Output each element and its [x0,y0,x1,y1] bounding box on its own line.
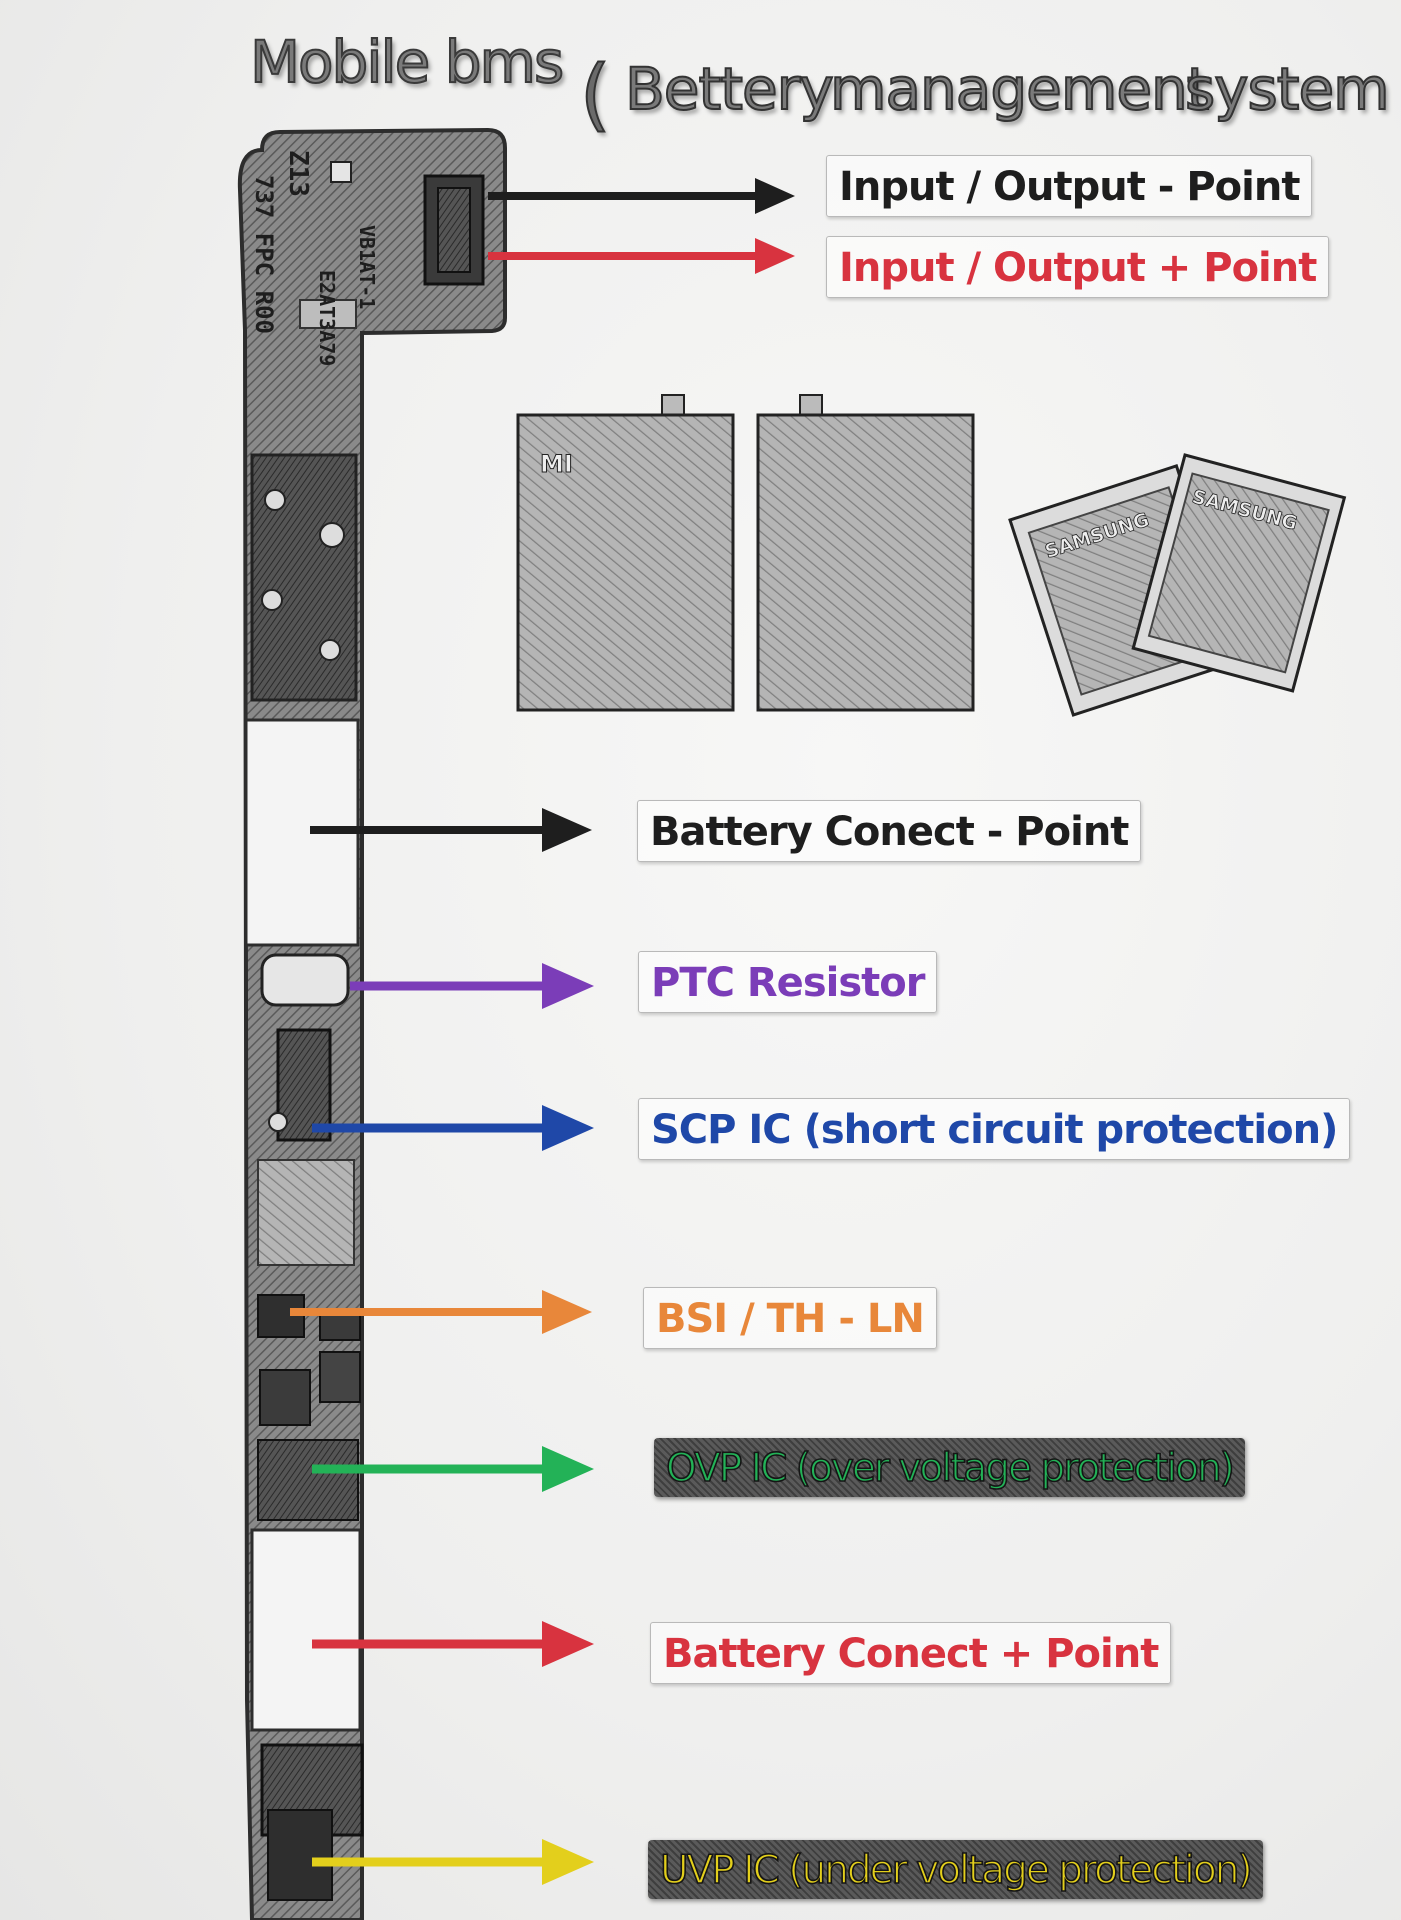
arrow-ptc [350,963,594,1009]
title-word-system: system [1184,54,1391,124]
board-component-upper [250,453,358,702]
ovp-ic [259,1369,311,1426]
title-paren: ( [579,49,611,141]
battery-xiaomi-front [516,413,735,712]
xiaomi-batteries: MI [516,394,975,712]
arrows [290,178,795,1885]
label-ptc-resistor: PTC Resistor [638,951,938,1013]
battery-xiaomi-back [756,413,975,712]
ptc-resistor [260,953,350,1007]
arrow-batt-plus [312,1621,594,1667]
arrow-batt-minus [310,808,592,852]
board-model-text: Z13 [283,150,313,197]
board-code2-text: E2AT3A79 [315,270,339,366]
arrow-uvp [312,1839,594,1885]
label-scp-ic: SCP IC (short circuit protection) [638,1098,1351,1160]
label-battery-minus: Battery Conect - Point [637,800,1142,862]
label-bsi: BSI / TH - LN [643,1287,937,1349]
title-word-management: management [829,54,1211,124]
bsi-component [257,1294,305,1338]
label-uvp-ic: UVP IC (under voltage protection) [648,1840,1263,1899]
label-io-plus: Input / Output + Point [826,236,1330,298]
label-battery-plus: Battery Conect + Point [650,1622,1172,1684]
title-main: Mobile bms [249,27,565,97]
battery-mi-text: MI [540,450,573,478]
samsung-batteries: SAMSUNG SAMSUNG [1008,453,1347,717]
label-ovp-ic: OVP IC (over voltage protection) [654,1438,1245,1497]
arrow-bsi [290,1290,592,1334]
title-word-bettery: Bettery [624,54,835,124]
board-fpc-text: 737 FPC R00 [250,175,278,334]
arrow-io-minus [488,178,795,214]
arrow-ovp [312,1446,594,1492]
arrow-scp [312,1105,594,1151]
board-code1-text: VB1AT-1 [355,225,379,309]
arrow-io-plus [488,238,795,274]
battery-plus-pad [250,1528,362,1732]
label-io-minus: Input / Output - Point [826,155,1313,217]
bms-board: Z13 737 FPC R00 VB1AT-1 E2AT3A79 [237,127,507,1920]
